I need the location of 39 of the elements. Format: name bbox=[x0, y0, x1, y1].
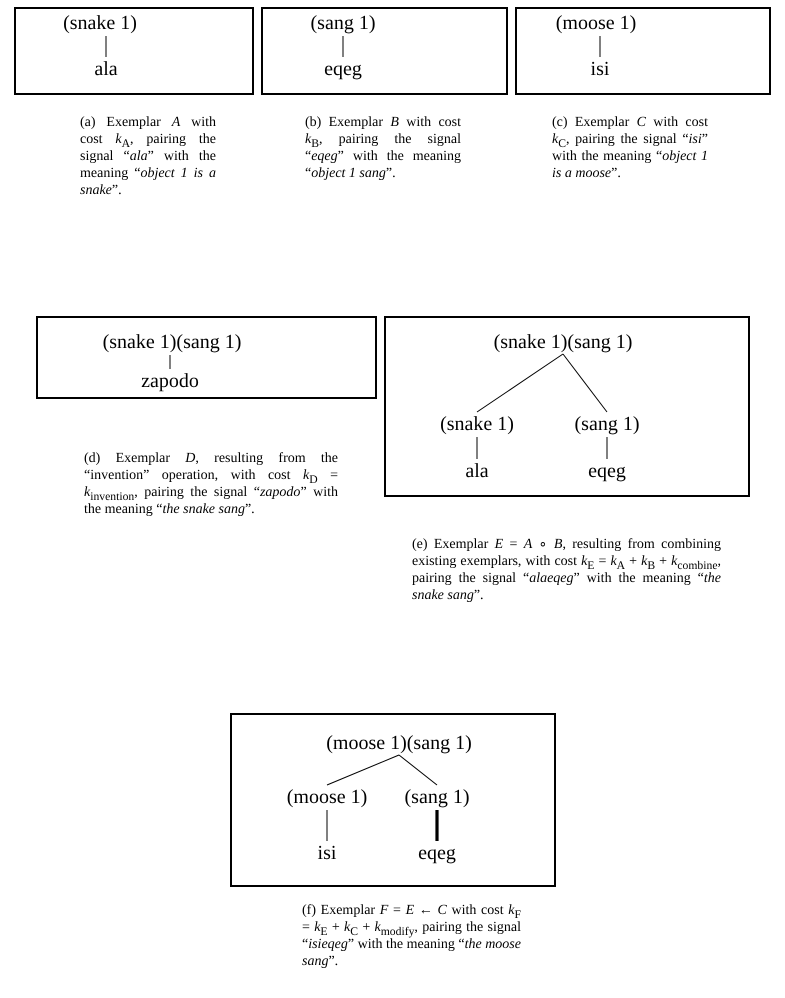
tree-node-label: (moose 1)(sang 1) bbox=[326, 732, 472, 754]
tree-branch-line bbox=[476, 436, 478, 460]
tree-node-label: eqeg bbox=[324, 58, 362, 80]
tree-node-label: (moose 1) bbox=[286, 786, 368, 808]
tree-branch-line bbox=[562, 354, 608, 412]
tree-node-label: ala bbox=[465, 460, 489, 482]
tree-node-label: (moose 1) bbox=[556, 12, 636, 34]
figure-caption: (e) Exemplar E = A ∘ B, resulting from combining existing exemplars, with cost k$_{E}$ = k$_{A}$ + k$_{B}$ + k$_{combine}$, pairing the signal “alaeqeg” with the meaning “the snake sang”. bbox=[412, 536, 721, 604]
tree-node-label: zapodo bbox=[141, 370, 199, 392]
exemplar-frame bbox=[36, 316, 377, 399]
tree-node-label: isi bbox=[590, 58, 610, 80]
tree-node-label: eqeg bbox=[588, 460, 626, 482]
tree-node-label: eqeg bbox=[418, 842, 456, 864]
exemplar-frame bbox=[261, 7, 508, 95]
figure-caption: (b) Exemplar B with cost k$_{B}$, pairing the signal “eqeg” with the meaning “object 1 sang”. bbox=[305, 114, 461, 182]
figure-caption: (f) Exemplar F = E ← C with cost k$_{F}$ = k$_{E}$ + k$_{C}$ + k$_{modify}$, pairing the signal “isieqeg” with the meaning “the moose sang”. bbox=[302, 902, 521, 970]
figure-caption: (d) Exemplar D, resulting from the “invention” operation, with cost k$_{D}$ = k$_{invention}$, pairing the signal “zapodo” with the meaning “the snake sang”. bbox=[84, 450, 338, 518]
exemplar-frame bbox=[230, 713, 556, 887]
figure-caption: (c) Exemplar C with cost k$_{C}$, pairing the signal “isi” with the meaning “object 1 is a moose”. bbox=[552, 114, 708, 182]
tree-node-label: ala bbox=[94, 58, 118, 80]
tree-node-label: (sang 1) bbox=[404, 786, 470, 808]
tree-branch-line bbox=[606, 436, 608, 460]
tree-node-label: (snake 1) bbox=[440, 413, 514, 435]
tree-branch-line bbox=[326, 754, 400, 786]
tree-branch-line bbox=[342, 36, 344, 58]
figure-caption: (a) Exemplar A with cost k$_{A}$, pairing the signal “ala” with the meaning “object 1 is a snake”. bbox=[80, 114, 216, 199]
tree-node-label: isi bbox=[318, 842, 336, 864]
tree-node-label: (snake 1)(sang 1) bbox=[102, 331, 242, 353]
tree-node-label: (sang 1) bbox=[574, 413, 640, 435]
exemplar-frame bbox=[14, 7, 254, 95]
tree-node-label: (snake 1)(sang 1) bbox=[494, 331, 632, 353]
tree-branch-line bbox=[326, 810, 328, 842]
tree-branch-line bbox=[398, 754, 438, 786]
exemplar-frame bbox=[384, 316, 750, 497]
exemplar-frame bbox=[515, 7, 771, 95]
tree-node-label: (snake 1) bbox=[63, 12, 137, 34]
tree-node-label: (sang 1) bbox=[310, 12, 376, 34]
tree-branch-line bbox=[435, 810, 439, 841]
tree-branch-line bbox=[476, 354, 564, 412]
